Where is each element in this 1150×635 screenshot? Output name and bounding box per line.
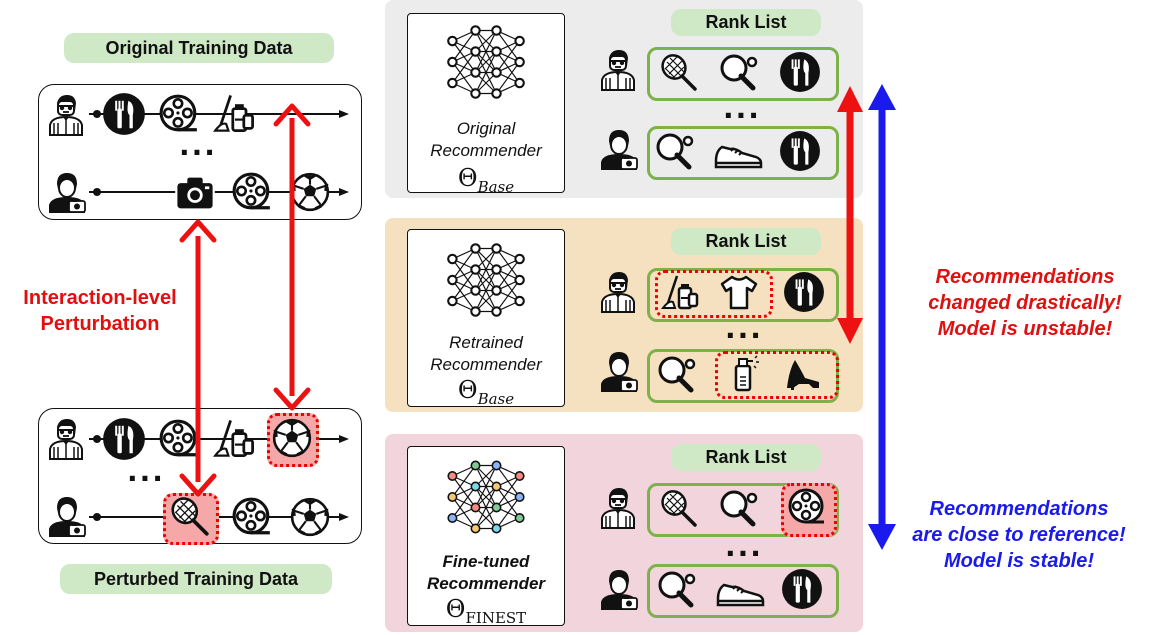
- neural-network-icon: [444, 20, 528, 104]
- perturbation-label: Interaction-level Perturbation: [0, 285, 200, 337]
- photographer-icon: [599, 350, 639, 394]
- rank-row: [647, 126, 839, 180]
- original-training-data-title: Original Training Data: [64, 33, 334, 63]
- ping-pong-icon: [655, 131, 695, 171]
- model-theta: ΘFINEST: [445, 595, 527, 627]
- sneaker-icon: [711, 133, 765, 173]
- sneaker-icon: [713, 571, 767, 611]
- spray-bottle-icon: [723, 352, 763, 394]
- retrained-model-panel: Retrained Recommender ΘBase Rank List ..…: [385, 218, 863, 412]
- ping-pong-icon: [657, 354, 697, 394]
- model-box: Fine-tuned Recommender ΘFINEST: [407, 446, 565, 627]
- tshirt-icon: [719, 272, 759, 312]
- perturbation-label-line2: Perturbation: [40, 313, 160, 335]
- comparison-arrows: [837, 84, 896, 550]
- changed-items-highlight: [715, 351, 839, 399]
- man-icon: [597, 48, 639, 92]
- rank-list-title: Rank List: [671, 228, 821, 255]
- model-theta: ΘBase: [457, 164, 515, 196]
- fork-knife-icon: [783, 271, 825, 313]
- rank-list-title: Rank List: [671, 444, 821, 471]
- photographer-icon: [599, 128, 639, 172]
- changed-items-highlight: [655, 270, 773, 318]
- tennis-racket-icon: [659, 52, 699, 92]
- high-heel-icon: [783, 354, 823, 394]
- tennis-racket-icon: [659, 488, 699, 528]
- rank-row: [647, 268, 839, 322]
- rank-row: [647, 483, 839, 537]
- perturbed-training-data-title: Perturbed Training Data: [60, 564, 332, 594]
- unstable-note: Recommendations changed drastically! Mod…: [928, 266, 1122, 340]
- model-box: Retrained Recommender ΘBase: [407, 229, 565, 408]
- original-ellipsis: ...: [179, 129, 217, 162]
- fork-knife-icon: [779, 130, 821, 172]
- ping-pong-icon: [719, 488, 759, 528]
- rank-ellipsis: ...: [723, 92, 761, 125]
- original-data-box: ...: [38, 84, 362, 220]
- neural-network-icon: [444, 238, 528, 322]
- model-name: Original Recommender: [430, 119, 542, 160]
- stable-note: Recommendations are close to reference! …: [912, 498, 1126, 572]
- neural-network-icon: [444, 455, 528, 539]
- model-name: Fine-tuned Recommender: [426, 552, 546, 593]
- ping-pong-icon: [657, 569, 697, 609]
- perturbed-ellipsis: ...: [127, 455, 165, 488]
- rank-ellipsis: ...: [725, 312, 763, 345]
- perturbation-label-line1: Interaction-level: [23, 287, 177, 309]
- ping-pong-icon: [719, 52, 759, 92]
- cleaning-icon: [661, 272, 701, 312]
- rank-ellipsis: ...: [725, 530, 763, 563]
- model-theta: ΘBase: [457, 376, 515, 408]
- fork-knife-icon: [779, 51, 821, 93]
- photographer-icon: [599, 568, 639, 612]
- finetuned-model-panel: Fine-tuned Recommender ΘFINEST Rank List…: [385, 434, 863, 632]
- fork-knife-icon: [781, 568, 823, 610]
- man-icon: [597, 486, 639, 530]
- rank-row: [647, 564, 839, 618]
- original-model-panel: Original Recommender ΘBase Rank List ...: [385, 0, 863, 198]
- model-box: Original Recommender ΘBase: [407, 13, 565, 196]
- model-name: Retrained Recommender: [430, 333, 542, 374]
- rank-list-title: Rank List: [671, 9, 821, 36]
- rank-row: [647, 47, 839, 101]
- man-icon: [597, 270, 639, 314]
- perturbation-arrows: [179, 103, 311, 497]
